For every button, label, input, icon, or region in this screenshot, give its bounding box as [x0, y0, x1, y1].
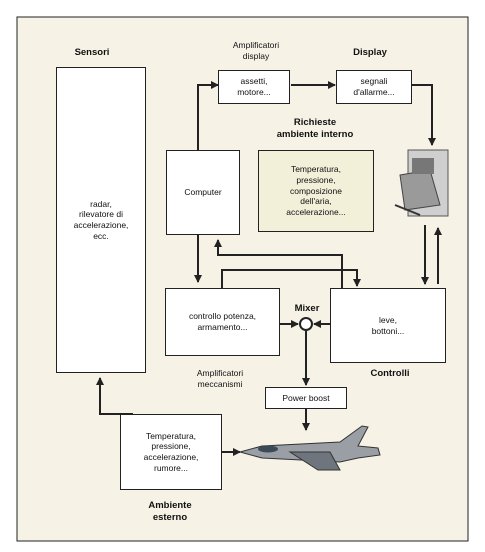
external-env-title: Ambiente esterno: [148, 500, 192, 523]
internal-env-title: Richieste ambiente interno: [276, 117, 354, 140]
controls-title: Controlli: [370, 368, 410, 379]
signals-box: segnali d'allarme...: [336, 70, 412, 104]
amp-mech-title: Amplificatori meccanismi: [196, 368, 244, 389]
external-env-box: Temperatura, pressione, accelerazione, r…: [120, 414, 222, 490]
levers-box: leve, bottoni...: [330, 288, 446, 363]
amp-display-title: Amplificatori display: [232, 40, 280, 61]
internal-env-box: Temperatura, pressione, composizione del…: [258, 150, 374, 232]
mixer-title: Mixer: [294, 303, 320, 314]
jet-aircraft-icon: [238, 425, 381, 471]
attitude-box: assetti, motore...: [218, 70, 290, 104]
display-title: Display: [353, 47, 387, 58]
sensors-box: radar, rilevatore di accelerazione, ecc.: [56, 67, 146, 373]
sensors-title: Sensori: [74, 47, 110, 58]
mixer-node: [299, 317, 313, 331]
computer-box: Computer: [166, 150, 240, 235]
power-control-box: controllo potenza, armamento...: [165, 288, 280, 356]
cockpit-seat-icon: [394, 149, 449, 217]
power-boost-box: Power boost: [265, 387, 347, 409]
